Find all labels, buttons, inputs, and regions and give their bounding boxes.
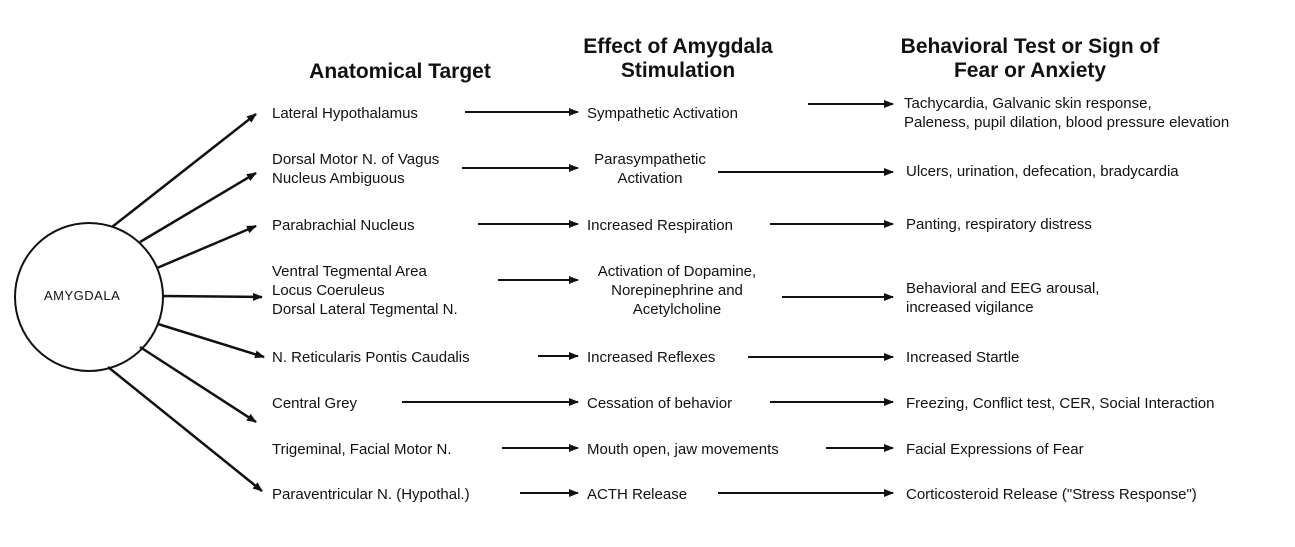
sign-freezing: Freezing, Conflict test, CER, Social Int… [906,395,1215,412]
effect-parasympathetic: Parasympathetic Activation [594,151,706,187]
effect-mouth-jaw: Mouth open, jaw movements [587,441,779,458]
spoke-arrow-central-grey [139,345,257,424]
effect-dopamine-activation: Activation of Dopamine, Norepinephrine a… [597,263,757,318]
effect-cessation: Cessation of behavior [587,395,733,412]
sign-corticosteroid: Corticosteroid Release ("Stress Response… [906,486,1197,503]
sign-panting: Panting, respiratory distress [906,216,1092,233]
sign-eeg-arousal: Behavioral and EEG arousal, increased vi… [906,280,1100,316]
sign-facial-expressions: Facial Expressions of Fear [906,441,1084,458]
target-paraventricular: Paraventricular N. (Hypothal.) [272,486,470,503]
sign-startle: Increased Startle [906,349,1020,366]
spoke-arrow-reticularis [157,322,265,359]
spoke-arrow-lateral-hypothalamus [111,113,257,228]
spoke-arrow-dorsal-motor-vagus [139,171,257,244]
effect-acth-release: ACTH Release [587,486,688,503]
header-behavioral-test: Behavioral Test or Sign of Fear or Anxie… [900,35,1160,82]
target-central-grey: Central Grey [272,395,358,412]
effect-respiration: Increased Respiration [587,217,733,234]
spoke-arrow-parabrachial [156,224,257,270]
header-anatomical-target: Anatomical Target [309,60,491,83]
header-effect-of-stimulation: Effect of Amygdala Stimulation [583,35,773,82]
target-ventral-tegmental-area: Ventral Tegmental Area Locus Coeruleus D… [272,263,458,318]
sign-tachycardia: Tachycardia, Galvanic skin response, Pal… [904,95,1230,131]
target-parabrachial-nucleus: Parabrachial Nucleus [272,217,415,234]
spoke-arrow-ventral-tegmental [162,292,263,301]
spoke-arrow-paraventricular [107,366,263,492]
effect-sympathetic: Sympathetic Activation [587,105,738,122]
target-reticularis-pontis: N. Reticularis Pontis Caudalis [272,349,470,366]
effect-reflexes: Increased Reflexes [587,349,716,366]
target-lateral-hypothalamus: Lateral Hypothalamus [272,105,418,122]
target-trigeminal-facial: Trigeminal, Facial Motor N. [272,441,452,458]
target-dorsal-motor-vagus: Dorsal Motor N. of Vagus Nucleus Ambiguo… [272,151,440,187]
amygdala-label: AMYGDALA [44,288,121,303]
sign-ulcers: Ulcers, urination, defecation, bradycard… [906,163,1179,180]
